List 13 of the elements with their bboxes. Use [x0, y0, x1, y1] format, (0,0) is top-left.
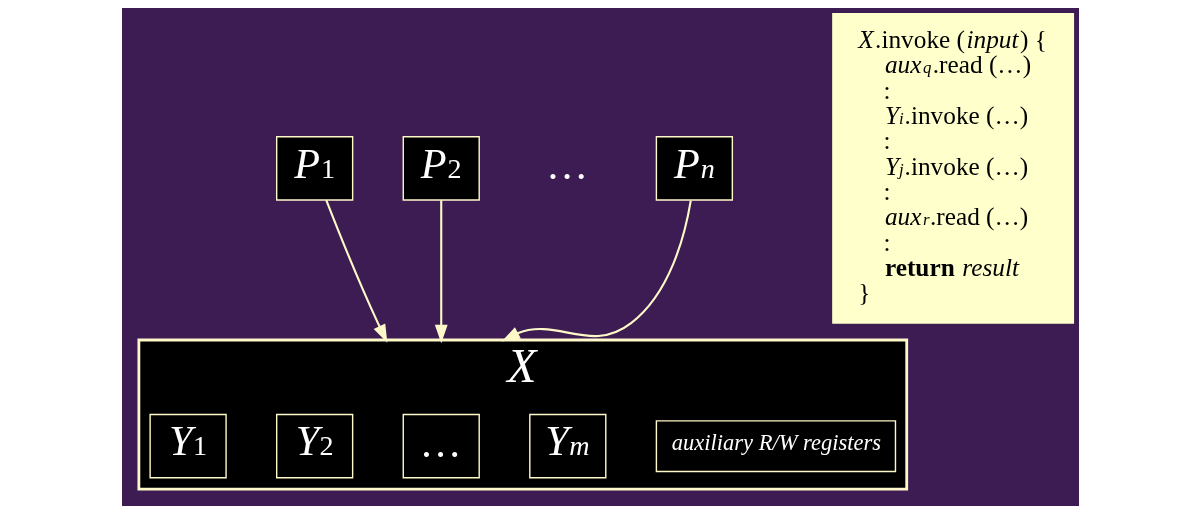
node-box: Y1	[148, 413, 227, 479]
node-box: Ym	[528, 413, 606, 479]
node-box: P1	[275, 136, 353, 201]
node-box: …	[402, 413, 480, 479]
node-box: P2	[402, 136, 480, 201]
arrow	[501, 200, 692, 342]
node-box: Y2	[275, 413, 353, 479]
node-box: X.invoke (input) { auxq.read (…) : Yi.invoke (…) : Yj.invoke (…) : auxr.read (…) : return result }	[831, 13, 1074, 324]
node-box: auxiliary R/W registers	[655, 420, 896, 473]
label: …	[545, 140, 588, 188]
arrow	[434, 200, 448, 344]
arrow	[324, 199, 387, 343]
node-box: Pn	[655, 136, 733, 201]
